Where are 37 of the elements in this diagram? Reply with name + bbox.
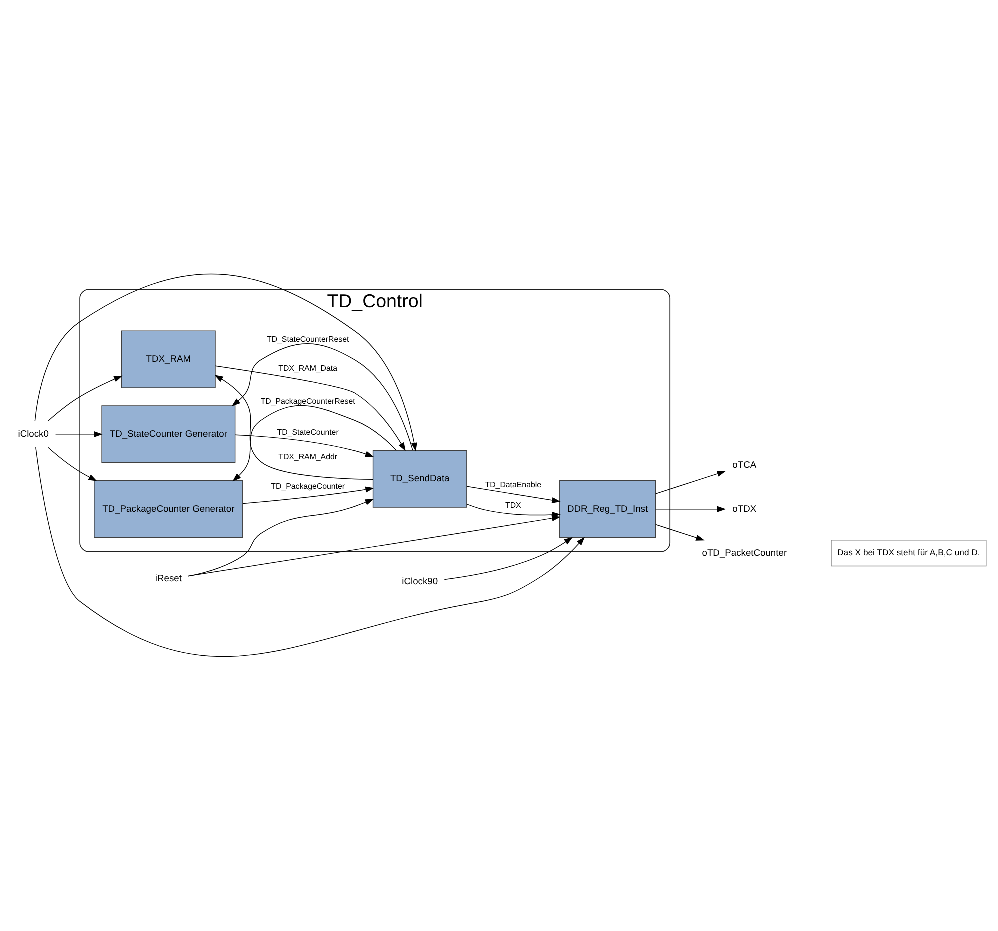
node-box: TD_SendData xyxy=(372,450,468,508)
node-box: DDR_Reg_TD_Inst xyxy=(560,480,656,538)
arrow xyxy=(656,506,726,512)
edge-label: TDX xyxy=(506,500,522,510)
node-text: oTCA xyxy=(732,460,757,470)
edge-label: TDX_RAM_Addr xyxy=(278,452,338,462)
edge-label: TDX_RAM_Data xyxy=(278,364,338,373)
edge-label: TD_PackageCounterReset xyxy=(260,397,356,406)
arrow xyxy=(656,524,705,541)
arrow xyxy=(242,486,374,504)
arrow xyxy=(466,486,561,504)
node-text: iClock0 xyxy=(18,428,49,439)
arrow xyxy=(235,434,374,458)
node-box: TD_StateCounter Generator xyxy=(102,406,236,464)
arrow xyxy=(214,375,374,480)
arrow xyxy=(48,376,123,422)
edge-label: TD_DataEnable xyxy=(485,480,542,490)
node-text: oTDX xyxy=(732,504,757,514)
node-box: TDX_RAM xyxy=(122,330,216,388)
node-text: iClock90 xyxy=(402,576,438,587)
edge-label: TD_PackageCounter xyxy=(271,482,346,492)
edge-label: TD_StateCounterReset xyxy=(266,335,350,344)
node-box: TD_PackageCounter Generator xyxy=(94,480,244,538)
arrow xyxy=(55,431,103,438)
node-text: oTD_PacketCounter xyxy=(702,548,788,558)
arrow xyxy=(36,447,586,657)
arrow xyxy=(232,405,397,482)
arrow xyxy=(48,447,98,482)
arrow xyxy=(444,537,573,580)
node-text: iReset xyxy=(155,574,182,584)
arrow xyxy=(232,344,414,451)
arrow xyxy=(215,366,406,452)
arrow xyxy=(656,471,726,494)
edge-label: TD_StateCounter xyxy=(277,428,339,438)
arrow xyxy=(466,504,561,518)
arrow xyxy=(34,274,418,452)
label: Das X bei TDX steht für A,B,C und D. xyxy=(838,548,980,558)
